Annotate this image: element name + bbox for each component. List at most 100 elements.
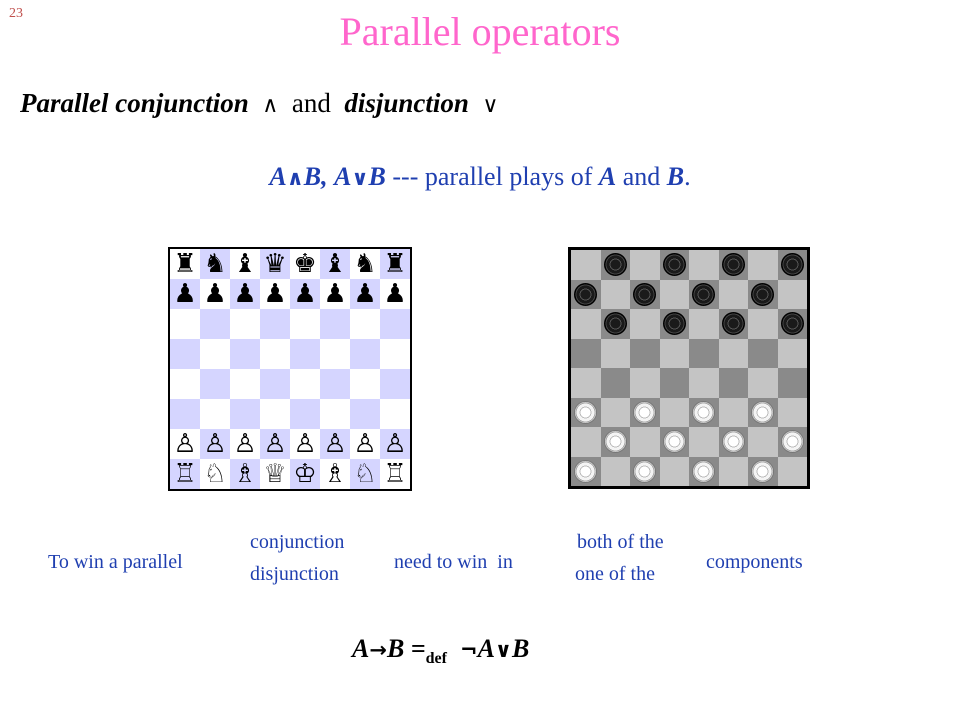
checkers-square <box>689 279 719 309</box>
checkers-square <box>659 397 689 427</box>
chess-square: ♔ <box>290 459 320 489</box>
checkers-square <box>600 397 630 427</box>
and-text: and <box>616 162 667 191</box>
parallel-plays-line: A∧B, A∨B --- parallel plays of A and B. <box>0 162 960 192</box>
chess-square <box>230 399 260 429</box>
chess-square <box>320 399 350 429</box>
def-var-b: B <box>511 634 530 663</box>
checkers-square <box>718 456 748 486</box>
checkers-square <box>718 338 748 368</box>
chess-square: ♟ <box>290 279 320 309</box>
black-checker-piece <box>662 253 686 277</box>
chess-square: ♙ <box>200 429 230 459</box>
checkers-square <box>571 397 601 427</box>
implication-definition: A→B =def ¬A∨B <box>352 634 529 668</box>
chess-square: ♙ <box>290 429 320 459</box>
checkers-square <box>777 456 807 486</box>
checkers-square <box>630 368 660 398</box>
chess-square <box>290 369 320 399</box>
chess-square <box>230 339 260 369</box>
parallel-plays-text: --- parallel plays of <box>385 162 599 191</box>
checkers-square <box>600 309 630 339</box>
chess-square: ♗ <box>230 459 260 489</box>
chess-square: ♜ <box>170 249 200 279</box>
subtitle-conjunction: Parallel conjunction <box>20 88 249 118</box>
chess-square: ♟ <box>350 279 380 309</box>
white-checker-piece <box>603 430 627 454</box>
checkers-square <box>748 427 778 457</box>
black-checker-piece <box>662 312 686 336</box>
chess-square: ♟ <box>200 279 230 309</box>
chess-square <box>170 369 200 399</box>
rule-conjunction: conjunction <box>250 531 345 553</box>
checkers-square <box>659 250 689 280</box>
def-var-a: A <box>352 634 370 663</box>
checkers-square <box>748 397 778 427</box>
chess-square: ♟ <box>320 279 350 309</box>
black-checker-piece <box>692 282 716 306</box>
slide-title: Parallel operators <box>339 9 621 54</box>
checkers-square <box>600 456 630 486</box>
rule-components: components <box>706 551 803 573</box>
checkers-square <box>748 250 778 280</box>
checkers-square <box>689 338 719 368</box>
checkers-square <box>718 250 748 280</box>
checkers-square <box>630 279 660 309</box>
chess-square <box>380 339 410 369</box>
chess-square <box>260 369 290 399</box>
checkers-square <box>689 427 719 457</box>
chess-square: ♙ <box>170 429 200 459</box>
chess-square: ♙ <box>380 429 410 459</box>
chess-square: ♝ <box>230 249 260 279</box>
checkers-square <box>630 427 660 457</box>
conjunction-symbol: ∧ <box>262 93 279 118</box>
checkers-square <box>659 456 689 486</box>
chess-square: ♟ <box>170 279 200 309</box>
chess-square <box>290 339 320 369</box>
chess-square <box>200 369 230 399</box>
chess-square <box>230 309 260 339</box>
checkers-square <box>777 309 807 339</box>
black-checker-piece <box>603 312 627 336</box>
checkers-square <box>600 338 630 368</box>
chess-square: ♙ <box>320 429 350 459</box>
black-checker-piece <box>721 253 745 277</box>
arrow-symbol: → <box>369 638 387 662</box>
chess-square <box>170 399 200 429</box>
chess-square: ♖ <box>380 459 410 489</box>
chess-square: ♚ <box>290 249 320 279</box>
white-checker-piece <box>574 400 598 424</box>
checkers-square <box>689 368 719 398</box>
var-a: A <box>334 162 352 191</box>
checkers-square <box>718 397 748 427</box>
checkers-square <box>689 456 719 486</box>
chess-square: ♗ <box>320 459 350 489</box>
equals-sign: = <box>404 634 426 663</box>
checkers-square <box>571 250 601 280</box>
rule-one-of-the: one of the <box>575 563 655 585</box>
comma: , <box>321 162 328 191</box>
checkers-square <box>748 368 778 398</box>
chess-square <box>200 339 230 369</box>
checkers-square <box>630 456 660 486</box>
chess-square <box>350 369 380 399</box>
checkers-square <box>777 368 807 398</box>
checkers-square <box>630 338 660 368</box>
chess-square: ♙ <box>350 429 380 459</box>
checkers-square <box>718 427 748 457</box>
subtitle: Parallel conjunction ∧ and disjunction ∨ <box>20 88 499 119</box>
checkers-square <box>718 309 748 339</box>
subtitle-disjunction: disjunction <box>344 88 469 118</box>
negation-symbol: ¬ <box>459 638 478 662</box>
chess-square <box>260 339 290 369</box>
white-checker-piece <box>633 459 657 483</box>
black-checker-piece <box>751 282 775 306</box>
chess-square <box>350 399 380 429</box>
checkers-square <box>600 427 630 457</box>
checkers-square <box>571 338 601 368</box>
checkers-square <box>777 279 807 309</box>
checkers-square <box>630 250 660 280</box>
chess-square <box>260 399 290 429</box>
rule-to-win: To win a parallel <box>48 551 183 573</box>
checkers-square <box>777 338 807 368</box>
